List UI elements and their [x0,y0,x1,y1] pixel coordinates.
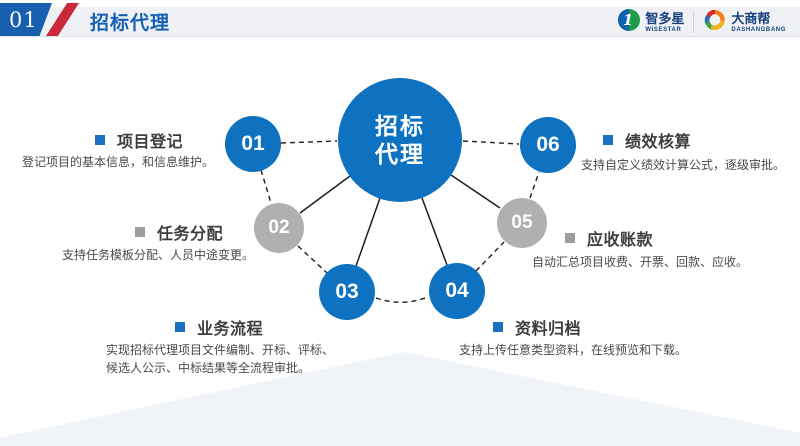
node-desc-05: 自动汇总项目收费、开票、回款、应收。 [532,255,749,269]
dashangbang-sub: DASHANGBANG [731,26,786,33]
node-label-01: 项目登记 [117,134,184,151]
bullet-icon [565,233,575,243]
dashangbang-logo-icon [703,8,727,37]
bullet-icon [603,135,613,145]
node-circle-04: 04 [429,263,485,319]
node-circle-05: 05 [497,198,547,248]
node-circle-06: 06 [520,117,576,173]
bullet-icon [493,322,503,332]
node-heading-04: 资料归档 [493,315,581,339]
dashangbang-name: 大商帮 [731,10,771,26]
node-circle-03: 03 [319,264,375,320]
logo-area: 1 智多星 WISESTAR [617,8,786,36]
node-heading-05: 应收账款 [565,226,653,250]
node-circle-02: 02 [254,203,304,253]
wisestar-logo-icon: 1 [617,8,641,37]
wisestar-name: 智多星 [645,10,685,26]
wisestar-logo: 1 智多星 WISESTAR [617,8,684,37]
center-node-line1: 招标 [375,113,425,139]
bullet-icon [175,322,185,332]
node-desc-02: 支持任务模板分配、人员中途变更。 [62,248,255,262]
bullet-icon [95,135,105,145]
node-desc-03-line1: 实现招标代理项目文件编制、开标、评标、 [106,343,335,357]
bullet-icon [135,227,145,237]
node-heading-01: 项目登记 [95,128,183,152]
node-desc-04: 支持上传任意类型资料，在线预览和下载。 [459,343,688,357]
node-desc-06: 支持自定义绩效计算公式，逐级审批。 [581,158,786,172]
logo-divider [693,11,695,33]
node-label-03: 业务流程 [197,321,264,338]
node-heading-06: 绩效核算 [603,128,691,152]
section-number: 01 [9,7,38,32]
dashangbang-logo: 大商帮 DASHANGBANG [703,8,786,37]
node-circle-01: 01 [225,116,281,172]
header-bar [0,7,800,37]
wisestar-sub: WISESTAR [645,26,682,33]
svg-text:1: 1 [623,11,633,29]
node-heading-03: 业务流程 [175,315,263,339]
page-title: 招标代理 [90,13,171,34]
node-label-05: 应收账款 [587,232,654,249]
node-label-06: 绩效核算 [625,134,692,151]
node-heading-02: 任务分配 [135,220,223,244]
node-label-02: 任务分配 [157,226,224,243]
center-node-line2: 代理 [375,141,425,167]
center-node: 招标 代理 [338,78,462,202]
node-label-04: 资料归档 [515,321,582,338]
node-desc-01: 登记项目的基本信息，和信息维护。 [22,155,215,169]
node-desc-03-line2: 候选人公示、中标结果等全流程审批。 [106,361,311,375]
